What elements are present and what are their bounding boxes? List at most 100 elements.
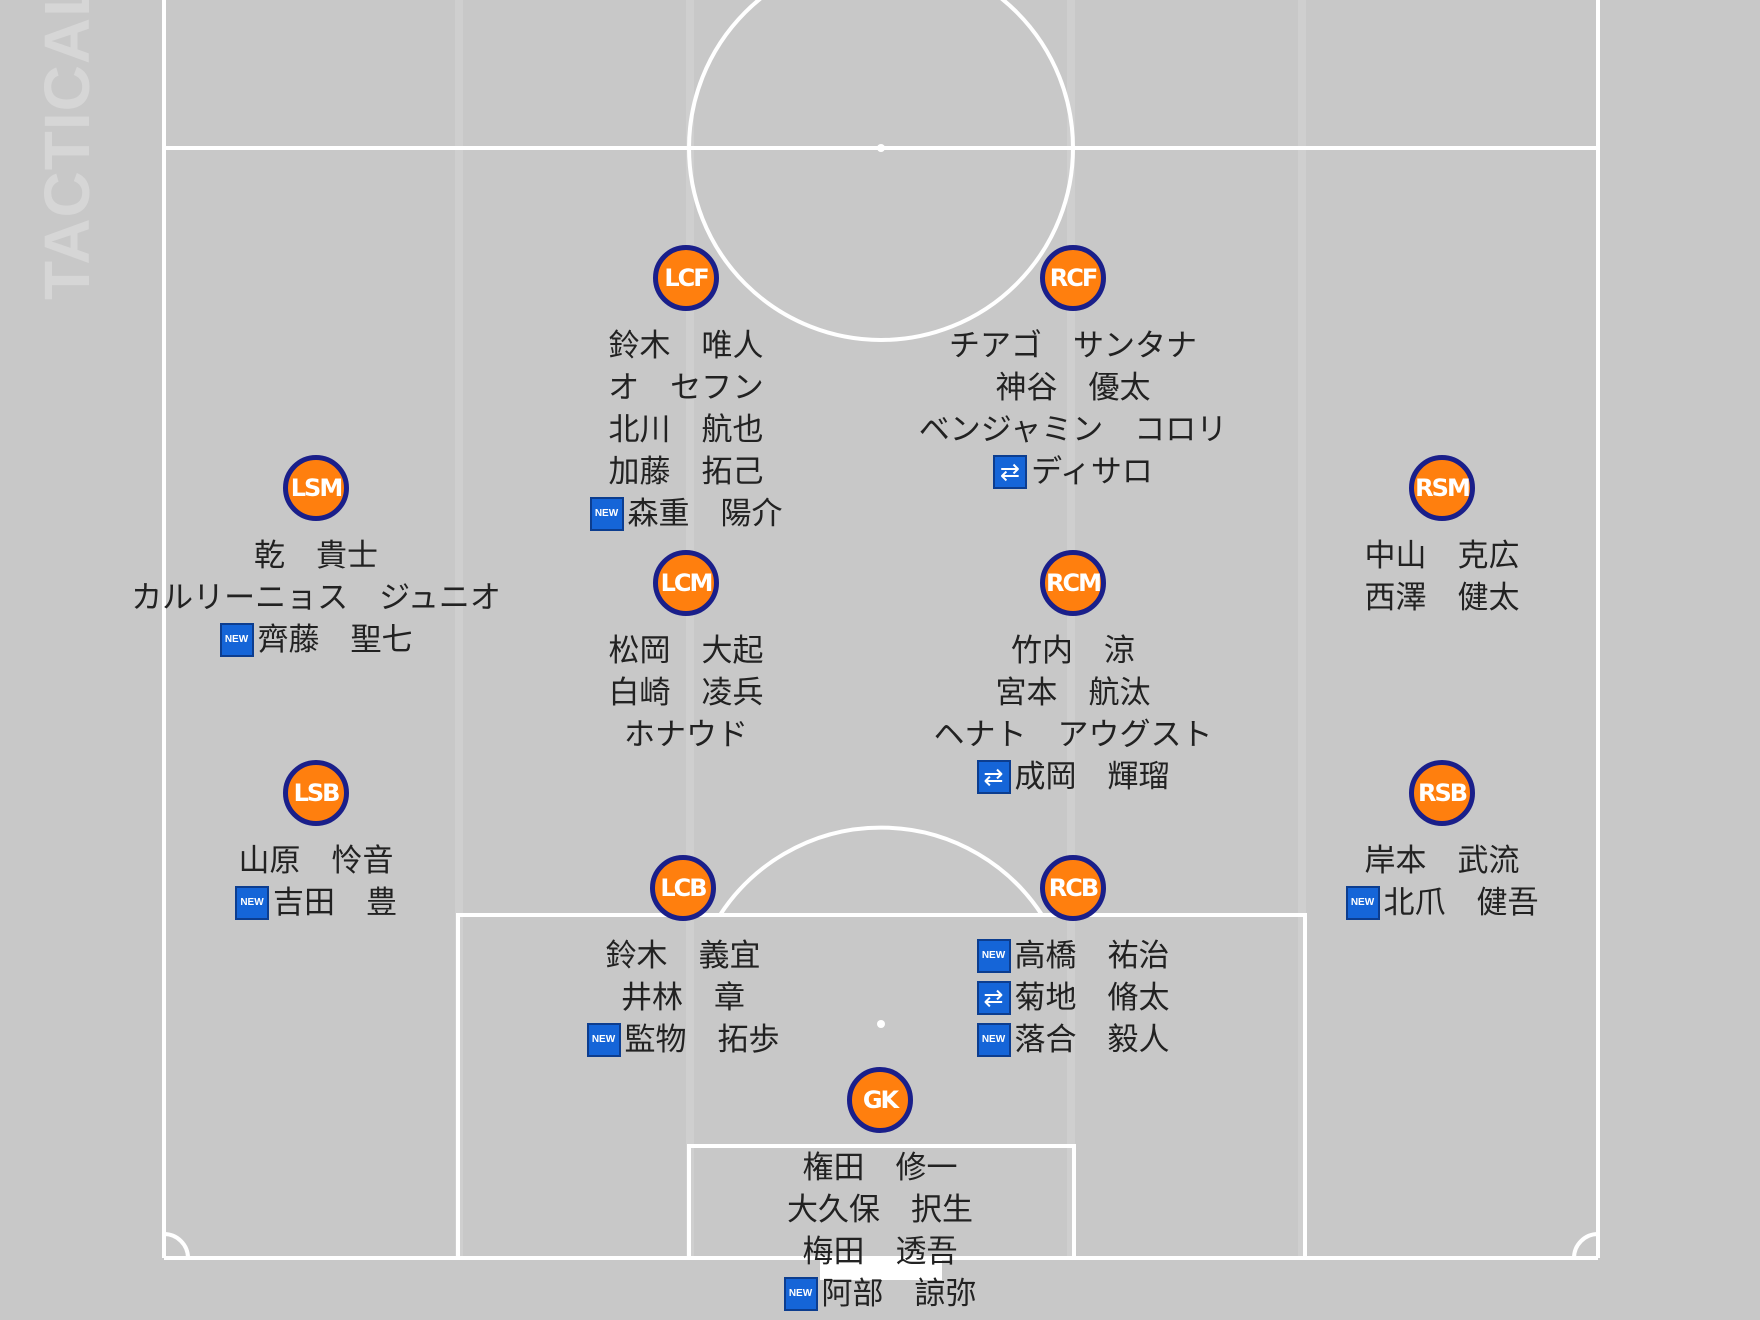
player-list: チアゴ サンタナ神谷 優太ベンジャミン コロリ⇄ディサロ <box>919 325 1227 493</box>
player-entry: 岸本 武流 <box>1365 840 1520 882</box>
position-badge: LCF <box>653 245 719 311</box>
new-badge-icon: NEW <box>783 1277 818 1311</box>
player-name: 竹内 涼 <box>1011 633 1135 669</box>
goal-area <box>687 1144 1076 1260</box>
player-entry: 西澤 健太 <box>1365 577 1520 619</box>
player-name: 森重 陽介 <box>627 496 783 532</box>
position-badge: RSB <box>1409 760 1475 826</box>
penalty-arc <box>718 825 1044 917</box>
player-name: 加藤 拓己 <box>608 454 764 490</box>
player-name: 井林 章 <box>621 980 745 1016</box>
new-badge-icon: NEW <box>1345 886 1380 920</box>
player-name: 岸本 武流 <box>1364 843 1520 879</box>
player-entry: 加藤 拓己 <box>609 451 764 493</box>
new-badge-icon: NEW <box>589 497 624 531</box>
swap-icon: ⇄ <box>993 455 1028 489</box>
position-badge: RCM <box>1040 550 1106 616</box>
goal <box>820 1260 942 1280</box>
player-name: 白崎 凌兵 <box>608 675 764 711</box>
player-name: ホナウド <box>624 717 748 753</box>
new-badge-icon: NEW <box>586 1023 621 1057</box>
position-badge: RSM <box>1409 455 1475 521</box>
player-entry: 中山 克広 <box>1365 535 1520 577</box>
player-entry: 神谷 優太 <box>995 367 1150 409</box>
player-entry: 権田 修一 <box>803 1147 958 1189</box>
watermark: TACTICALista <box>31 0 103 300</box>
player-entry: オ セフン <box>608 367 764 409</box>
player-entry: カルリーニョス ジュニオ <box>131 577 501 619</box>
position-badge: RCB <box>1040 855 1106 921</box>
player-entry: 鈴木 唯人 <box>609 325 764 367</box>
player-name: 梅田 透吾 <box>802 1234 958 1270</box>
player-entry: 宮本 航汰 <box>996 672 1151 714</box>
position-rsm: RSM 中山 克広西澤 健太 <box>1232 455 1652 619</box>
player-name: 乾 貴士 <box>254 538 378 574</box>
penalty-spot <box>877 1020 885 1028</box>
player-list: 竹内 涼宮本 航汰ヘナト アウグスト ⇄成岡 輝瑠 <box>934 630 1213 798</box>
swap-icon: ⇄ <box>976 760 1011 794</box>
position-badge: GK <box>847 1067 913 1133</box>
pitch-lines <box>162 0 1600 1260</box>
position-badge: LCB <box>650 855 716 921</box>
player-name: 齊藤 聖七 <box>257 622 413 658</box>
player-name: 神谷 優太 <box>995 370 1151 406</box>
player-name: 成岡 輝瑠 <box>1014 759 1170 795</box>
player-entry: ホナウド <box>624 714 748 756</box>
player-entry: ⇄菊地 脩太 <box>976 977 1170 1019</box>
player-name: 大久保 択生 <box>787 1192 973 1228</box>
position-badge: LSM <box>283 455 349 521</box>
player-name: 権田 修一 <box>802 1150 958 1186</box>
player-name: 落合 毅人 <box>1014 1022 1170 1058</box>
swap-icon: ⇄ <box>976 981 1011 1015</box>
player-entry: 竹内 涼 <box>1011 630 1135 672</box>
new-badge-icon: NEW <box>976 939 1011 973</box>
new-badge-icon: NEW <box>976 1023 1011 1057</box>
player-name: 高橋 祐治 <box>1014 938 1170 974</box>
player-list: 松岡 大起白崎 凌兵ホナウド <box>609 630 764 756</box>
player-name: カルリーニョス ジュニオ <box>131 580 501 616</box>
corner-arc-left <box>163 1232 190 1259</box>
player-name: 松岡 大起 <box>608 633 764 669</box>
player-name: 阿部 諒弥 <box>821 1276 977 1312</box>
player-entry: ベンジャミン コロリ <box>919 409 1227 451</box>
player-name: 吉田 豊 <box>273 885 397 921</box>
player-entry: 鈴木 義宜 <box>606 935 761 977</box>
player-name: チアゴ サンタナ <box>948 328 1197 364</box>
player-name: オ セフン <box>608 370 764 406</box>
player-name: 監物 拓歩 <box>624 1022 780 1058</box>
player-name: 宮本 航汰 <box>995 675 1151 711</box>
position-rcm: RCM 竹内 涼宮本 航汰ヘナト アウグスト ⇄成岡 輝瑠 <box>863 550 1283 798</box>
player-entry: ⇄ディサロ <box>993 451 1153 493</box>
new-badge-icon: NEW <box>219 623 254 657</box>
player-entry: 大久保 択生 <box>787 1189 973 1231</box>
player-entry: 北川 航也 <box>609 409 764 451</box>
player-name: 中山 克広 <box>1364 538 1520 574</box>
center-spot <box>877 144 885 152</box>
player-entry: 山原 怜音 <box>239 840 394 882</box>
player-entry: 井林 章 <box>621 977 745 1019</box>
position-badge: RCF <box>1040 245 1106 311</box>
player-name: 西澤 健太 <box>1364 580 1520 616</box>
player-name: ディサロ <box>1031 454 1153 490</box>
player-entry: ヘナト アウグスト <box>934 714 1213 756</box>
corner-arc-right <box>1572 1232 1599 1259</box>
pitch-stripes <box>455 0 1306 1260</box>
player-entry: 乾 貴士 <box>254 535 378 577</box>
player-name: 山原 怜音 <box>238 843 394 879</box>
